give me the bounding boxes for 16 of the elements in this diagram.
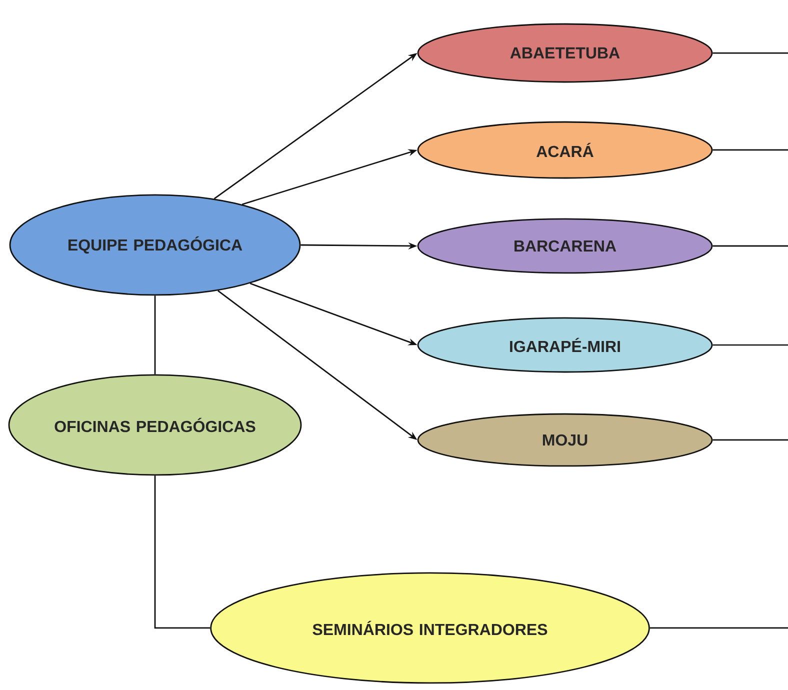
ellipse-node: MOJU [417,413,713,467]
connector-line [650,627,788,629]
ellipse-node: EQUIPE PEDAGÓGICA [9,194,301,296]
connector-line [154,476,210,629]
ellipse-node: IGARAPÉ-MIRI [417,317,713,373]
connector-line [712,52,788,54]
connector-line [154,296,156,374]
ellipse-node: ABAETETUBA [417,23,713,83]
ellipse-node: SEMINÁRIOS INTEGRADORES [210,572,650,684]
connector-line [712,245,788,247]
ellipse-node: OFICINAS PEDAGÓGICAS [8,374,302,476]
connector-line [712,344,788,346]
ellipse-node: ACARÁ [417,121,713,179]
connector-line [712,439,788,441]
ellipse-node: BARCARENA [417,218,713,274]
connector-line [712,149,788,151]
